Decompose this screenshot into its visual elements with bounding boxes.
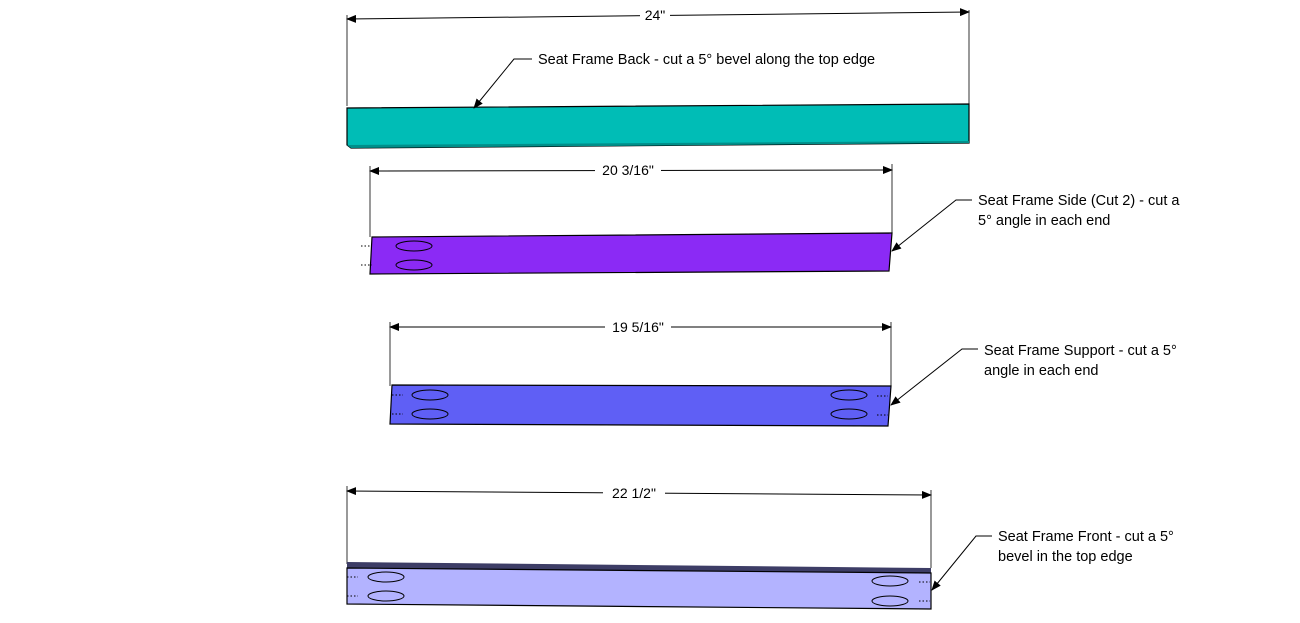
seat-frame-front-dimension: 22 1/2"	[612, 485, 656, 501]
side-pocket-hole-2	[395, 259, 433, 271]
seat-frame-back-dimension: 24"	[645, 7, 666, 23]
seat-frame-support-label-line-1: Seat Frame Support - cut a 5°	[984, 343, 1177, 359]
seat-frame-front-top-bevel	[347, 562, 931, 573]
seat-frame-side-board	[369, 232, 893, 275]
seat-frame-back-group: 24" Seat Frame Back - cut a 5° bevel alo…	[346, 7, 970, 149]
seat-frame-front-board	[346, 567, 932, 610]
seat-frame-support-label-line-2: angle in each end	[984, 363, 1099, 379]
support-pocket-hole-3	[830, 389, 868, 401]
seat-frame-front-label-line-2: bevel in the top edge	[998, 549, 1133, 565]
seat-frame-side-dimension: 20 3/16"	[602, 162, 654, 178]
support-pocket-hole-2	[411, 408, 449, 420]
seat-frame-front-group: 22 1/2" Seat Frame Front - cut a 5° beve…	[346, 485, 1174, 610]
seat-frame-support-group: 19 5/16" Seat Frame Support - cut a 5° a…	[389, 319, 1177, 427]
support-pocket-hole-1	[411, 389, 449, 401]
seat-frame-support-board	[389, 384, 892, 427]
seat-frame-support-dimension: 19 5/16"	[612, 319, 664, 335]
front-pocket-hole-3	[871, 575, 909, 587]
seat-frame-front-label-line-1: Seat Frame Front - cut a 5°	[998, 529, 1174, 545]
side-pocket-hole-1	[395, 240, 433, 252]
seat-frame-side-group: 20 3/16" Seat Frame Side (Cut 2) - cut a…	[361, 162, 1180, 275]
seat-frame-back-label: Seat Frame Back - cut a 5° bevel along t…	[538, 52, 875, 68]
support-pocket-hole-4	[830, 408, 868, 420]
seat-frame-back-board	[346, 103, 970, 149]
front-pocket-hole-4	[871, 595, 909, 607]
seat-frame-back-bottom-edge	[347, 141, 969, 148]
seat-frame-side-label-line-1: Seat Frame Side (Cut 2) - cut a	[978, 193, 1180, 209]
seat-frame-side-label-line-2: 5° angle in each end	[978, 213, 1110, 229]
front-pocket-hole-1	[367, 571, 405, 583]
front-pocket-hole-2	[367, 590, 405, 602]
